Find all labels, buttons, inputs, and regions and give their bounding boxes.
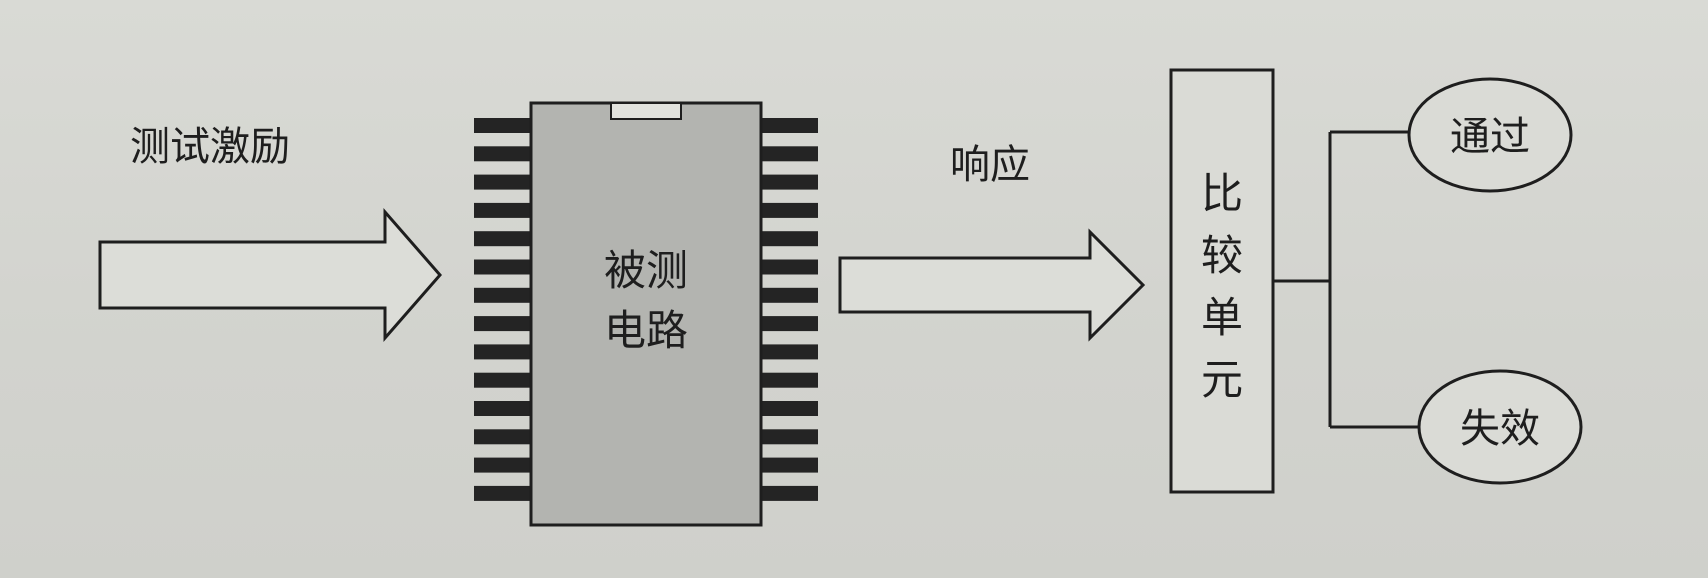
- chip-pins-right: [761, 118, 818, 501]
- chip-pin-left-7: [474, 287, 531, 303]
- chip-pin-right-3: [761, 174, 818, 190]
- comparator-char-1: 比: [1201, 169, 1243, 218]
- pass-label: 通过: [1450, 114, 1530, 160]
- response-label: 响应: [950, 142, 1030, 188]
- chip-pin-left-1: [474, 118, 531, 133]
- chip-pin-right-13: [761, 457, 818, 473]
- comparator-char-3: 单: [1201, 293, 1243, 342]
- stimulus-label: 测试激励: [130, 124, 290, 170]
- stimulus-arrow: [98, 208, 442, 342]
- chip-pin-right-11: [761, 401, 818, 416]
- chip-pin-left-10: [474, 372, 531, 388]
- comparator-box: [1169, 68, 1275, 494]
- chip-pin-left-13: [474, 457, 531, 473]
- chip-pin-left-5: [474, 231, 531, 247]
- response-arrow: [838, 228, 1146, 342]
- dut-label-line1: 被测: [604, 246, 688, 295]
- chip-pin-left-6: [474, 259, 531, 275]
- chip-pin-right-9: [761, 344, 818, 360]
- chip-pin-right-14: [761, 485, 818, 501]
- chip-pin-left-4: [474, 202, 531, 218]
- chip-notch: [610, 102, 682, 120]
- chip-pin-left-9: [474, 344, 531, 360]
- dut-label-line2: 电路: [604, 306, 688, 355]
- chip-pin-left-3: [474, 174, 531, 190]
- chip-pin-right-1: [761, 118, 818, 133]
- fail-label: 失效: [1460, 406, 1540, 452]
- chip-pin-right-4: [761, 202, 818, 218]
- chip-pin-right-12: [761, 429, 818, 445]
- comparator-char-2: 较: [1201, 231, 1243, 280]
- chip-pin-right-6: [761, 259, 818, 275]
- chip-pin-right-7: [761, 287, 818, 303]
- chip-pin-left-8: [474, 316, 531, 332]
- chip-pin-right-10: [761, 372, 818, 388]
- chip-pin-right-2: [761, 146, 818, 162]
- comparator-char-4: 元: [1201, 355, 1243, 404]
- chip-pin-left-14: [474, 485, 531, 501]
- chip-pin-right-8: [761, 316, 818, 332]
- chip-pins-left: [474, 118, 531, 501]
- chip-pin-left-11: [474, 401, 531, 416]
- chip-pin-left-2: [474, 146, 531, 162]
- chip-pin-left-12: [474, 429, 531, 445]
- chip-body: [529, 101, 763, 527]
- pass-ellipse: [1407, 77, 1573, 193]
- chip-pin-right-5: [761, 231, 818, 247]
- fail-ellipse: [1417, 369, 1583, 485]
